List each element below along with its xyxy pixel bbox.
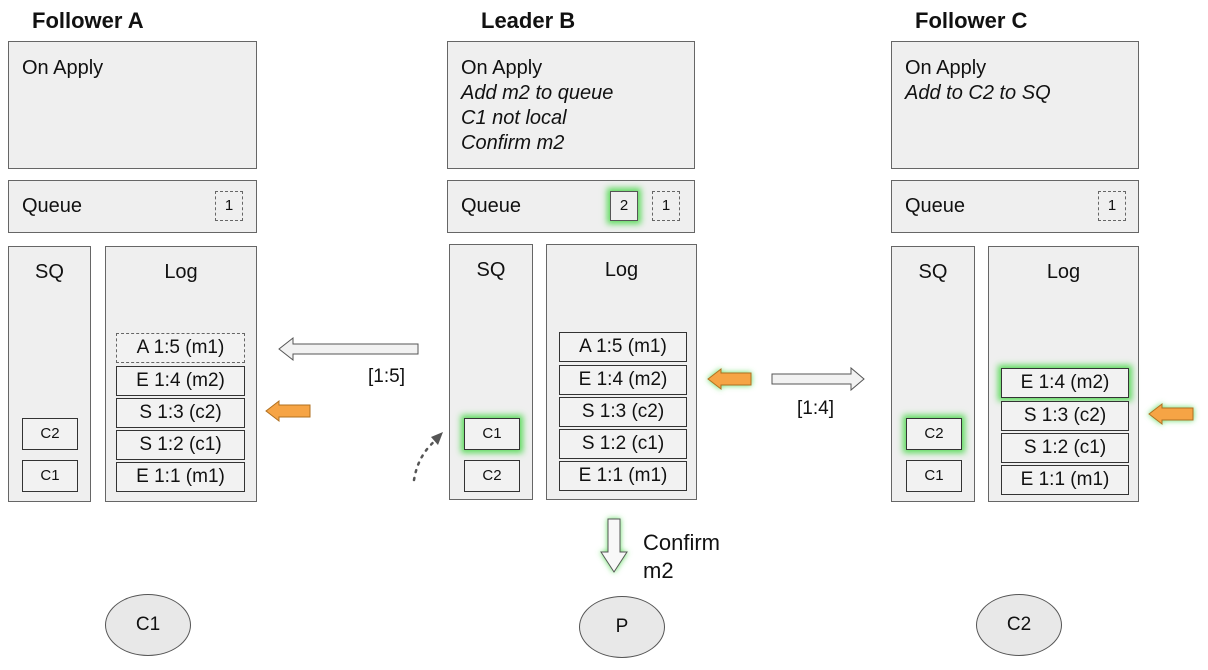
leader-b-queue: Queue 2 1 <box>447 180 695 233</box>
on-apply-label: On Apply <box>905 57 987 79</box>
commit-pointer-b <box>707 367 752 391</box>
sq-label: SQ <box>918 261 948 283</box>
sq-label: SQ <box>35 261 64 283</box>
log-entry: A 1:5 (m1) <box>559 332 687 362</box>
on-apply-label: On Apply <box>461 57 543 79</box>
sq-label: SQ <box>476 259 506 281</box>
follower-a-sq: SQ C2 C1 <box>8 246 91 502</box>
leader-b-title: Leader B <box>481 8 576 33</box>
commit-pointer-a <box>265 399 311 423</box>
log-entry: S 1:2 (c1) <box>116 430 245 460</box>
log-entry: E 1:1 (m1) <box>116 462 245 492</box>
follower-a-title: Follower A <box>32 8 144 33</box>
log-entry: S 1:3 (c2) <box>1001 401 1129 431</box>
queue-label: Queue <box>22 195 83 217</box>
log-entry: E 1:4 (m2) <box>116 366 245 396</box>
queue-label: Queue <box>905 195 966 217</box>
apply-line: Add to C2 to SQ <box>905 82 1051 104</box>
log-entry: S 1:2 (c1) <box>559 429 687 459</box>
leader-b-log: Log A 1:5 (m1) E 1:4 (m2) S 1:3 (c2) S 1… <box>546 244 697 500</box>
sq-item: C2 <box>464 460 520 492</box>
arrow-label-to-a: [1:5] <box>368 366 405 387</box>
sq-item-highlighted: C2 <box>906 418 962 450</box>
dotted-curve-arrow <box>412 438 438 482</box>
on-apply-label: On Apply <box>22 57 104 79</box>
log-label: Log <box>1046 261 1081 283</box>
log-label: Log <box>164 261 198 283</box>
queue-label: Queue <box>461 195 522 217</box>
log-entry: S 1:3 (c2) <box>116 398 245 428</box>
replication-arrow-to-a <box>278 336 419 362</box>
log-entry: E 1:1 (m1) <box>559 461 687 491</box>
follower-c-title: Follower C <box>915 8 1028 33</box>
follower-c-queue: Queue 1 <box>891 180 1139 233</box>
client-c2: C2 <box>976 594 1062 656</box>
leader-b-sq: SQ C1 C2 <box>449 244 533 500</box>
log-entry-highlighted: E 1:4 (m2) <box>1001 368 1129 398</box>
leader-b-on-apply-panel: On Apply Add m2 to queue C1 not local Co… <box>447 41 695 169</box>
sq-item-highlighted: C1 <box>464 418 520 450</box>
apply-line: Confirm m2 <box>461 132 565 154</box>
log-entry: S 1:3 (c2) <box>559 397 687 427</box>
log-label: Log <box>604 259 639 281</box>
sq-item: C1 <box>22 460 78 492</box>
follower-c-log: Log E 1:4 (m2) S 1:3 (c2) S 1:2 (c1) E 1… <box>988 246 1139 502</box>
log-entry: E 1:1 (m1) <box>1001 465 1129 495</box>
sq-item: C2 <box>22 418 78 450</box>
queue-slot: 1 <box>1098 191 1126 221</box>
apply-line: Add m2 to queue <box>461 82 614 104</box>
follower-a-on-apply-panel: On Apply <box>8 41 257 169</box>
dotted-arrow-head <box>431 432 443 445</box>
follower-c-on-apply-panel: On Apply Add to C2 to SQ <box>891 41 1139 169</box>
confirm-label-line2: m2 <box>643 558 674 583</box>
queue-slot: 1 <box>215 191 243 221</box>
log-entry: S 1:2 (c1) <box>1001 433 1129 463</box>
follower-a-queue: Queue 1 <box>8 180 257 233</box>
confirm-arrow <box>600 518 628 573</box>
queue-slot: 1 <box>652 191 680 221</box>
client-c1: C1 <box>105 594 191 656</box>
follower-a-log: Log A 1:5 (m1) E 1:4 (m2) S 1:3 (c2) S 1… <box>105 246 257 502</box>
commit-pointer-c <box>1148 402 1194 426</box>
confirm-label-line1: Confirm <box>643 530 721 555</box>
client-p: P <box>579 596 665 658</box>
log-entry: E 1:4 (m2) <box>559 365 687 395</box>
follower-c-sq: SQ C2 C1 <box>891 246 975 502</box>
replication-arrow-to-c <box>771 366 865 392</box>
apply-line: C1 not local <box>461 107 567 129</box>
arrow-label-to-c: [1:4] <box>797 398 834 419</box>
sq-item: C1 <box>906 460 962 492</box>
queue-slot-highlighted: 2 <box>610 191 638 221</box>
log-entry: A 1:5 (m1) <box>116 333 245 363</box>
